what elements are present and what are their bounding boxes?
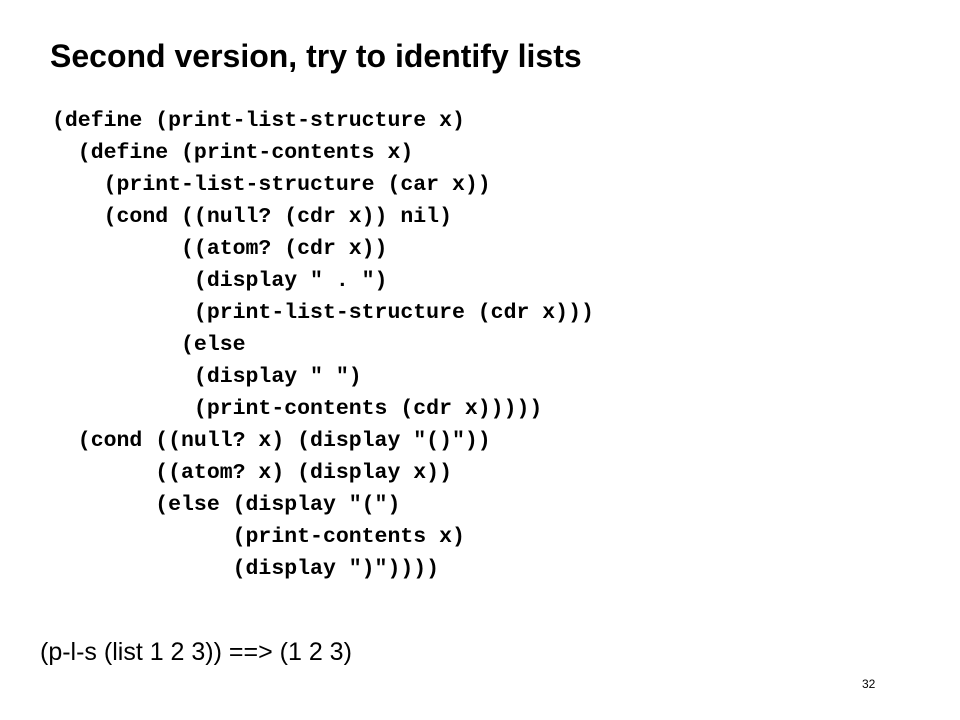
code-line: (print-contents (cdr x))))) [52, 397, 543, 421]
example-output: (p-l-s (list 1 2 3)) ==> (1 2 3) [40, 638, 352, 666]
code-line: (define (print-list-structure x) [52, 109, 465, 133]
code-line: (print-list-structure (car x)) [52, 173, 491, 197]
code-line: (display ")")))) [52, 557, 440, 581]
page-number: 32 [862, 677, 876, 691]
code-line: (display " ") [52, 365, 362, 389]
code-line: (cond ((null? (cdr x)) nil) [52, 205, 452, 229]
code-line: ((atom? x) (display x)) [52, 461, 452, 485]
code-line: (else (display "(") [52, 493, 401, 517]
code-line: (print-contents x) [52, 525, 465, 549]
code-line: ((atom? (cdr x)) [52, 237, 388, 261]
code-block: (define (print-list-structure x) (define… [52, 105, 594, 585]
slide-title: Second version, try to identify lists [50, 38, 582, 74]
code-line: (define (print-contents x) [52, 141, 414, 165]
code-line: (cond ((null? x) (display "()")) [52, 429, 491, 453]
code-line: (print-list-structure (cdr x))) [52, 301, 594, 325]
code-line: (display " . ") [52, 269, 388, 293]
code-line: (else [52, 333, 246, 357]
